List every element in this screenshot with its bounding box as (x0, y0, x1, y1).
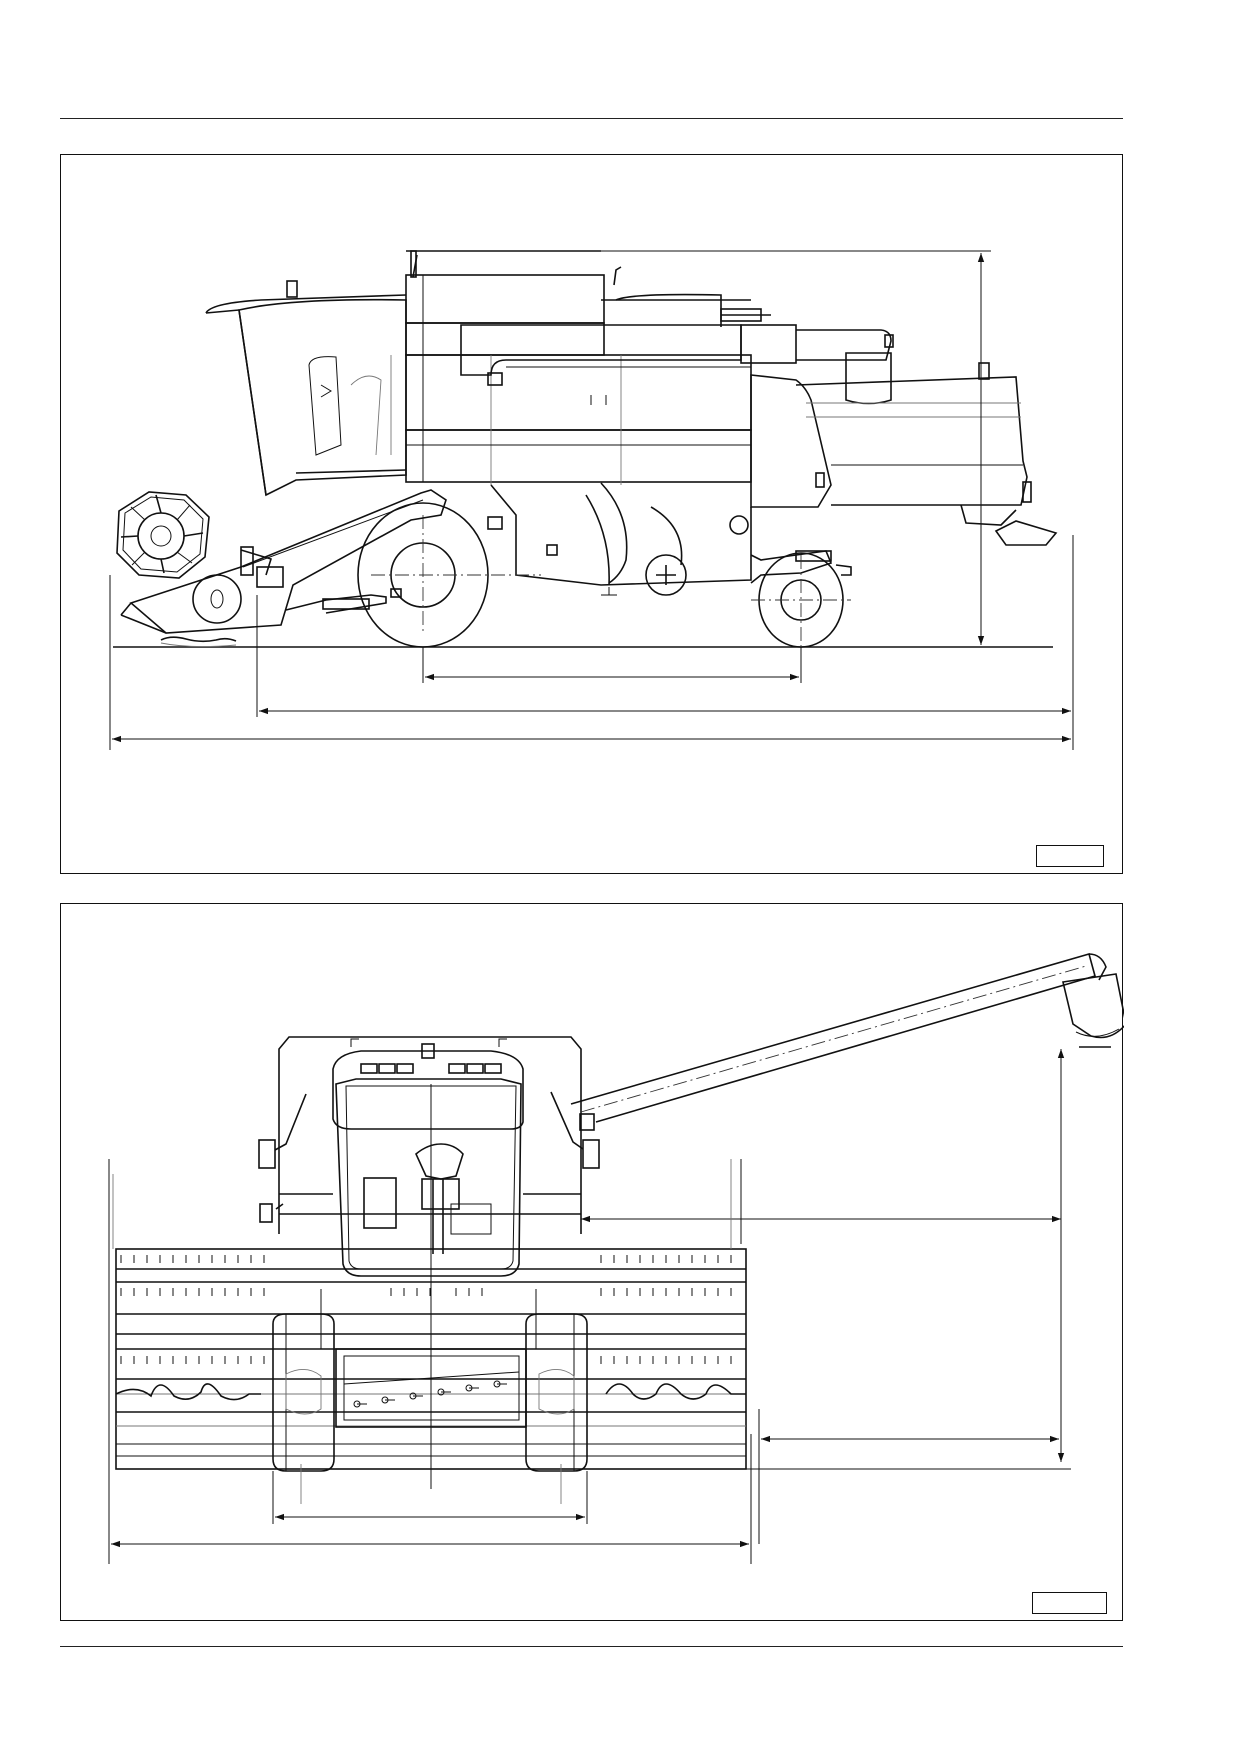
dimension-length-without-reel (256, 535, 1074, 750)
reel (116, 491, 210, 579)
front-wheel (357, 502, 541, 648)
dimension-overall-length (109, 575, 1071, 750)
side-view-panel (60, 154, 1123, 874)
cab (205, 280, 407, 497)
dimension-track-width (272, 1464, 588, 1524)
front-wheels (272, 1313, 588, 1472)
mirrors (258, 1091, 600, 1223)
cab-front (278, 1036, 582, 1277)
engine-hood (750, 362, 1058, 546)
dimension-wheelbase (422, 647, 802, 683)
dimension-overall-height (601, 250, 991, 645)
dimension-header-width (108, 1159, 752, 1564)
dimension-auger-to-header (758, 1409, 1059, 1544)
unloading-auger-arm (570, 953, 1124, 1123)
figure-label (1036, 845, 1104, 867)
front-view-panel (60, 903, 1124, 1621)
figure-label (1032, 1592, 1107, 1614)
feeder-front (320, 1289, 537, 1428)
dimension-unloading-height (746, 1049, 1071, 1470)
bottom-rule (60, 1646, 1123, 1647)
side-view-drawing (109, 250, 1074, 750)
unloading-auger-tube (460, 266, 894, 405)
chassis (490, 482, 852, 596)
dimension-auger-reach (581, 1159, 1061, 1244)
front-view-drawing (108, 953, 1124, 1564)
rear-wheel (751, 552, 851, 650)
header-feeder (120, 489, 447, 648)
top-rule (60, 118, 1123, 119)
grain-tank-body (405, 250, 752, 556)
